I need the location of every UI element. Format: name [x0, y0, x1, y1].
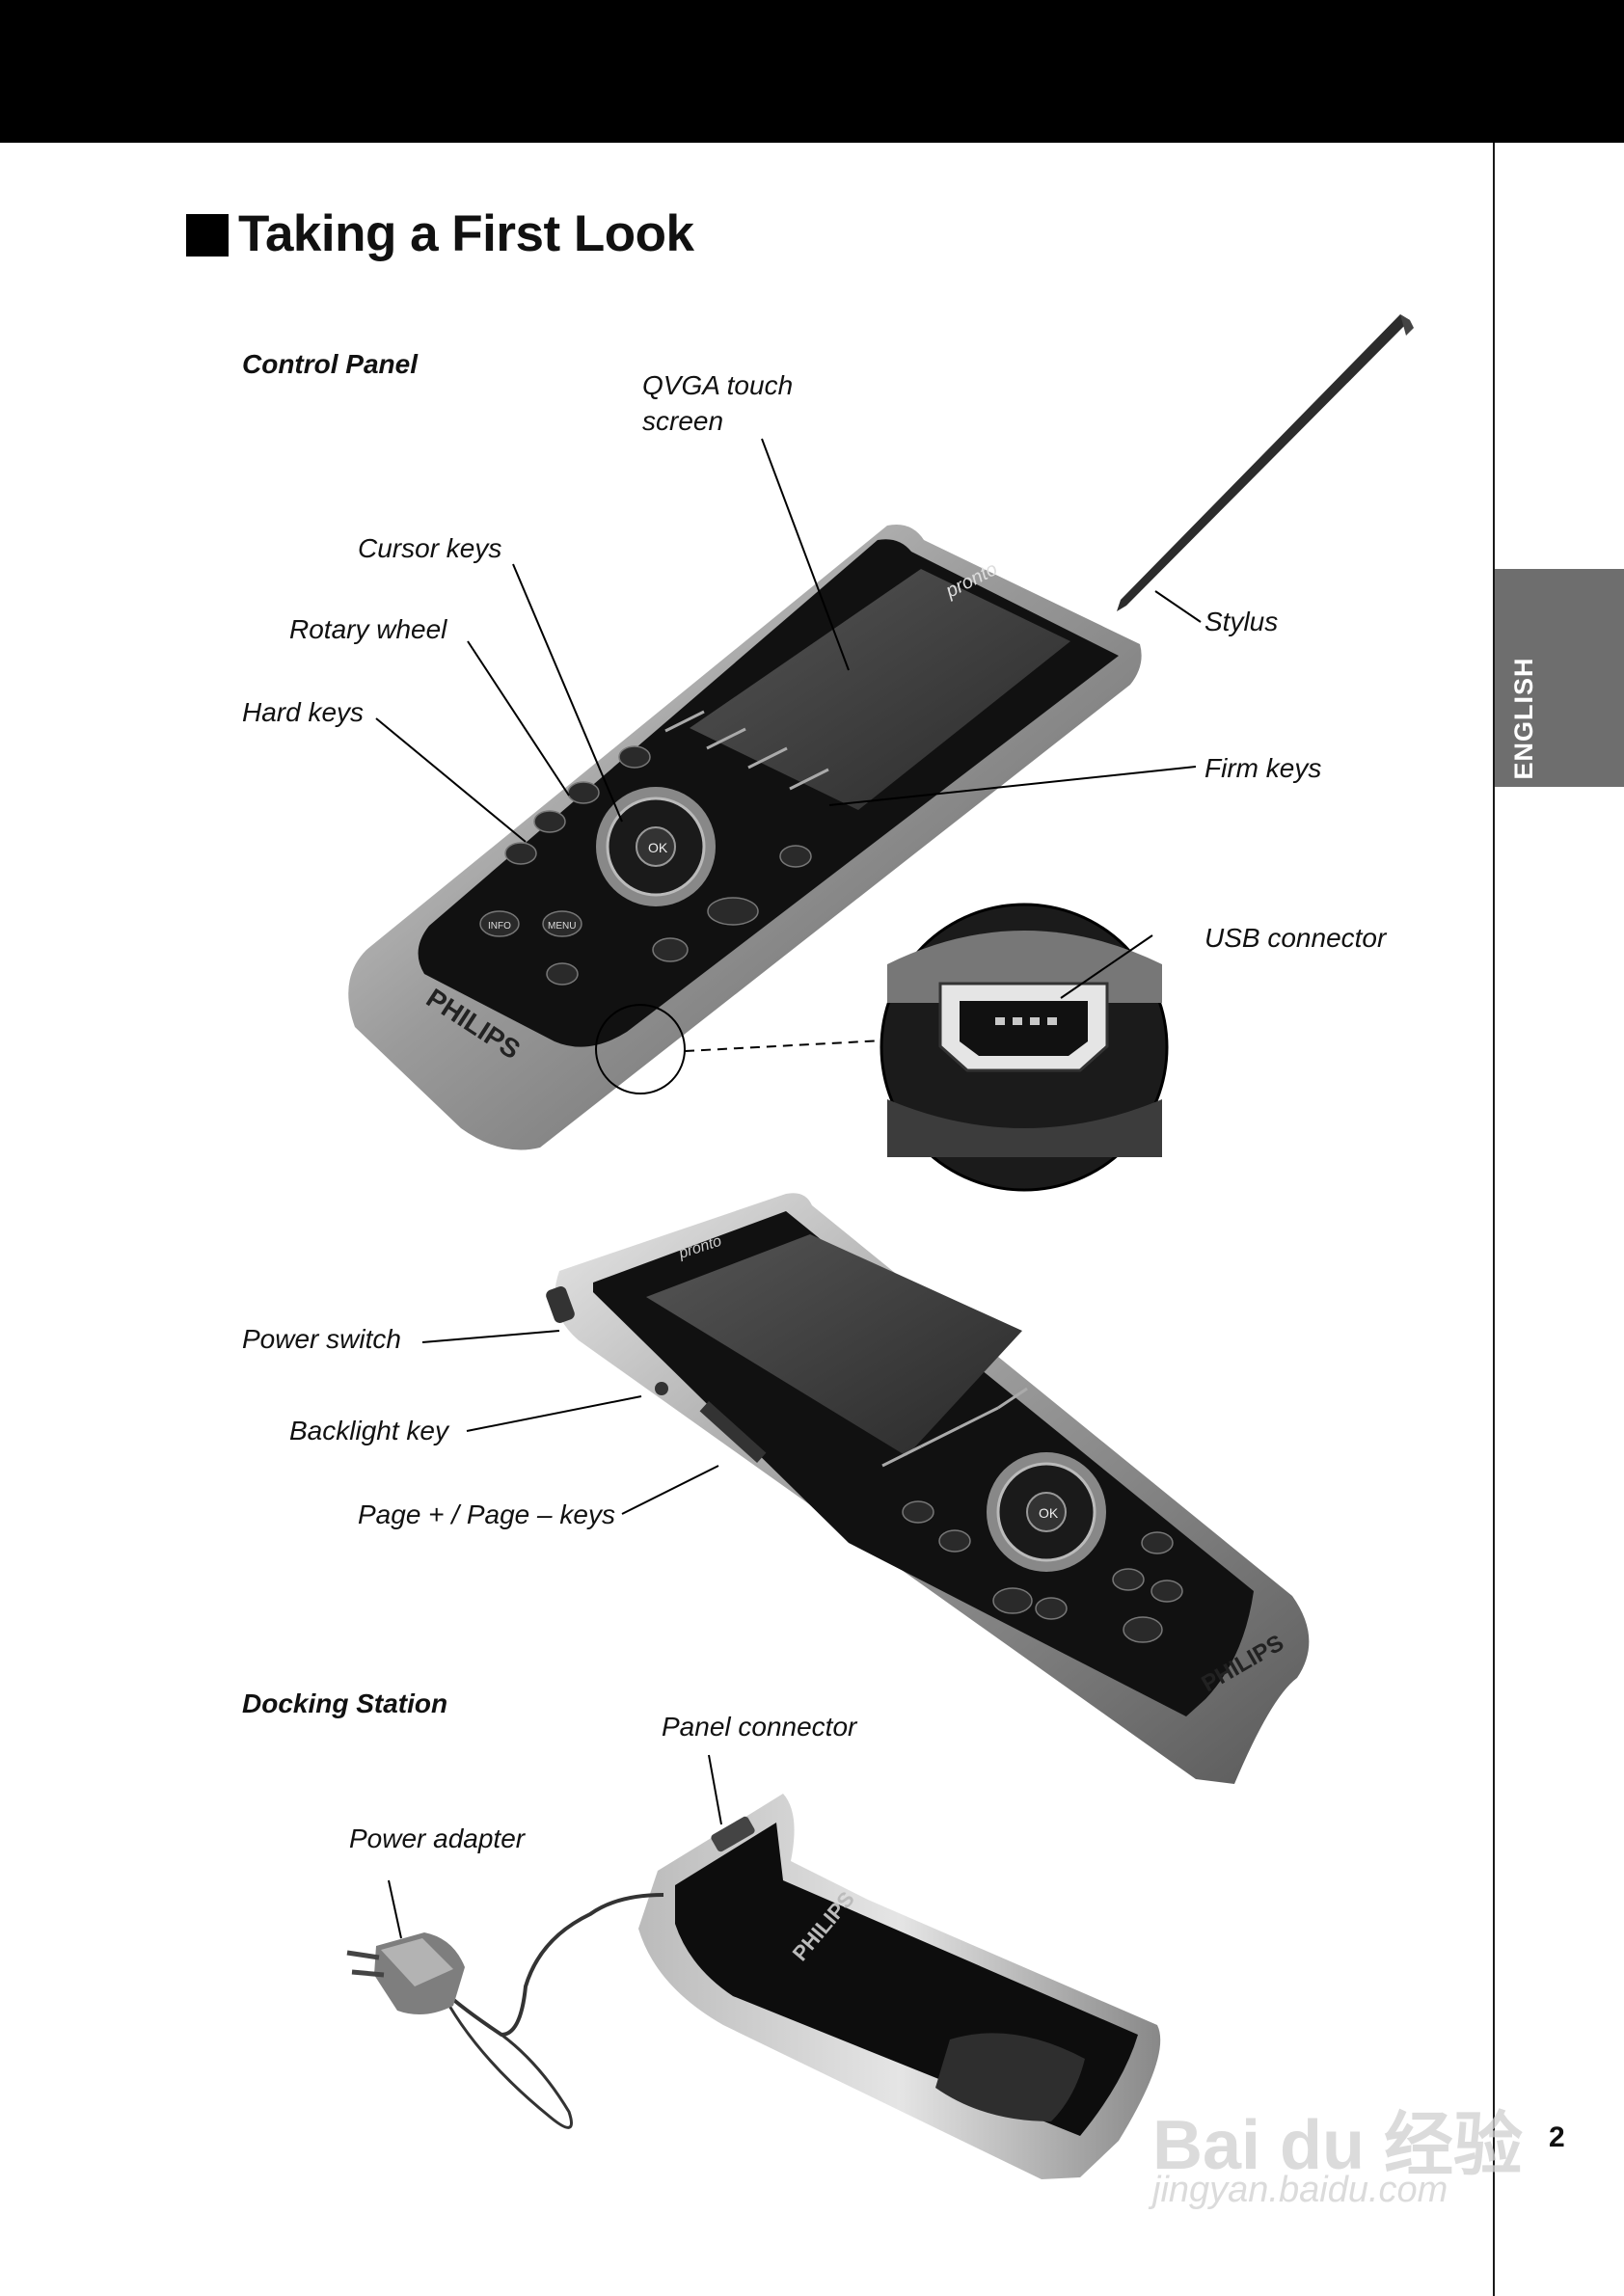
label-usb-connector: USB connector [1204, 923, 1387, 953]
menu-key-label: MENU [548, 921, 576, 932]
label-cursor-keys: Cursor keys [358, 533, 502, 563]
label-qvga-line1: QVGA touch [642, 370, 794, 400]
stylus-drawing [1117, 314, 1414, 611]
label-backlight-key: Backlight key [289, 1416, 448, 1445]
label-hard-keys: Hard keys [242, 697, 365, 727]
ok-key-side-label: OK [1039, 1505, 1059, 1521]
label-power-adapter: Power adapter [349, 1823, 526, 1853]
label-stylus: Stylus [1204, 607, 1279, 636]
label-panel-connector: Panel connector [662, 1712, 857, 1742]
page-number: 2 [1549, 2121, 1565, 2153]
leader-lines [375, 438, 1202, 1939]
usb-connector-zoom [880, 903, 1169, 1192]
remote-front-view: pronto OK INFO MENU PHILIPS [348, 525, 1142, 1150]
label-qvga-touch-screen: QVGA touch screen [642, 367, 793, 439]
title-marker [186, 214, 229, 257]
label-rotary-wheel: Rotary wheel [289, 614, 447, 644]
label-page-keys: Page + / Page – keys [358, 1499, 615, 1529]
ok-key-label: OK [648, 840, 668, 855]
info-key-label: INFO [488, 921, 511, 932]
label-qvga-line2: screen [642, 406, 724, 436]
watermark-brand: Bai du 经验 [1152, 2107, 1524, 2184]
label-firm-keys: Firm keys [1204, 753, 1322, 783]
section-control-panel: Control Panel [242, 349, 419, 379]
remote-side-view: pronto OK PHILIPS [546, 1193, 1310, 1784]
docking-station-drawing: PHILIPS [346, 1794, 1161, 2179]
margin-rule [1493, 143, 1495, 2296]
header-bar [0, 0, 1624, 143]
section-docking-station: Docking Station [242, 1688, 448, 1718]
language-tab [1495, 569, 1624, 787]
page-title: Taking a First Look [238, 205, 694, 262]
watermark-url: jingyan.baidu.com [1152, 2170, 1448, 2210]
label-power-switch: Power switch [242, 1324, 401, 1354]
